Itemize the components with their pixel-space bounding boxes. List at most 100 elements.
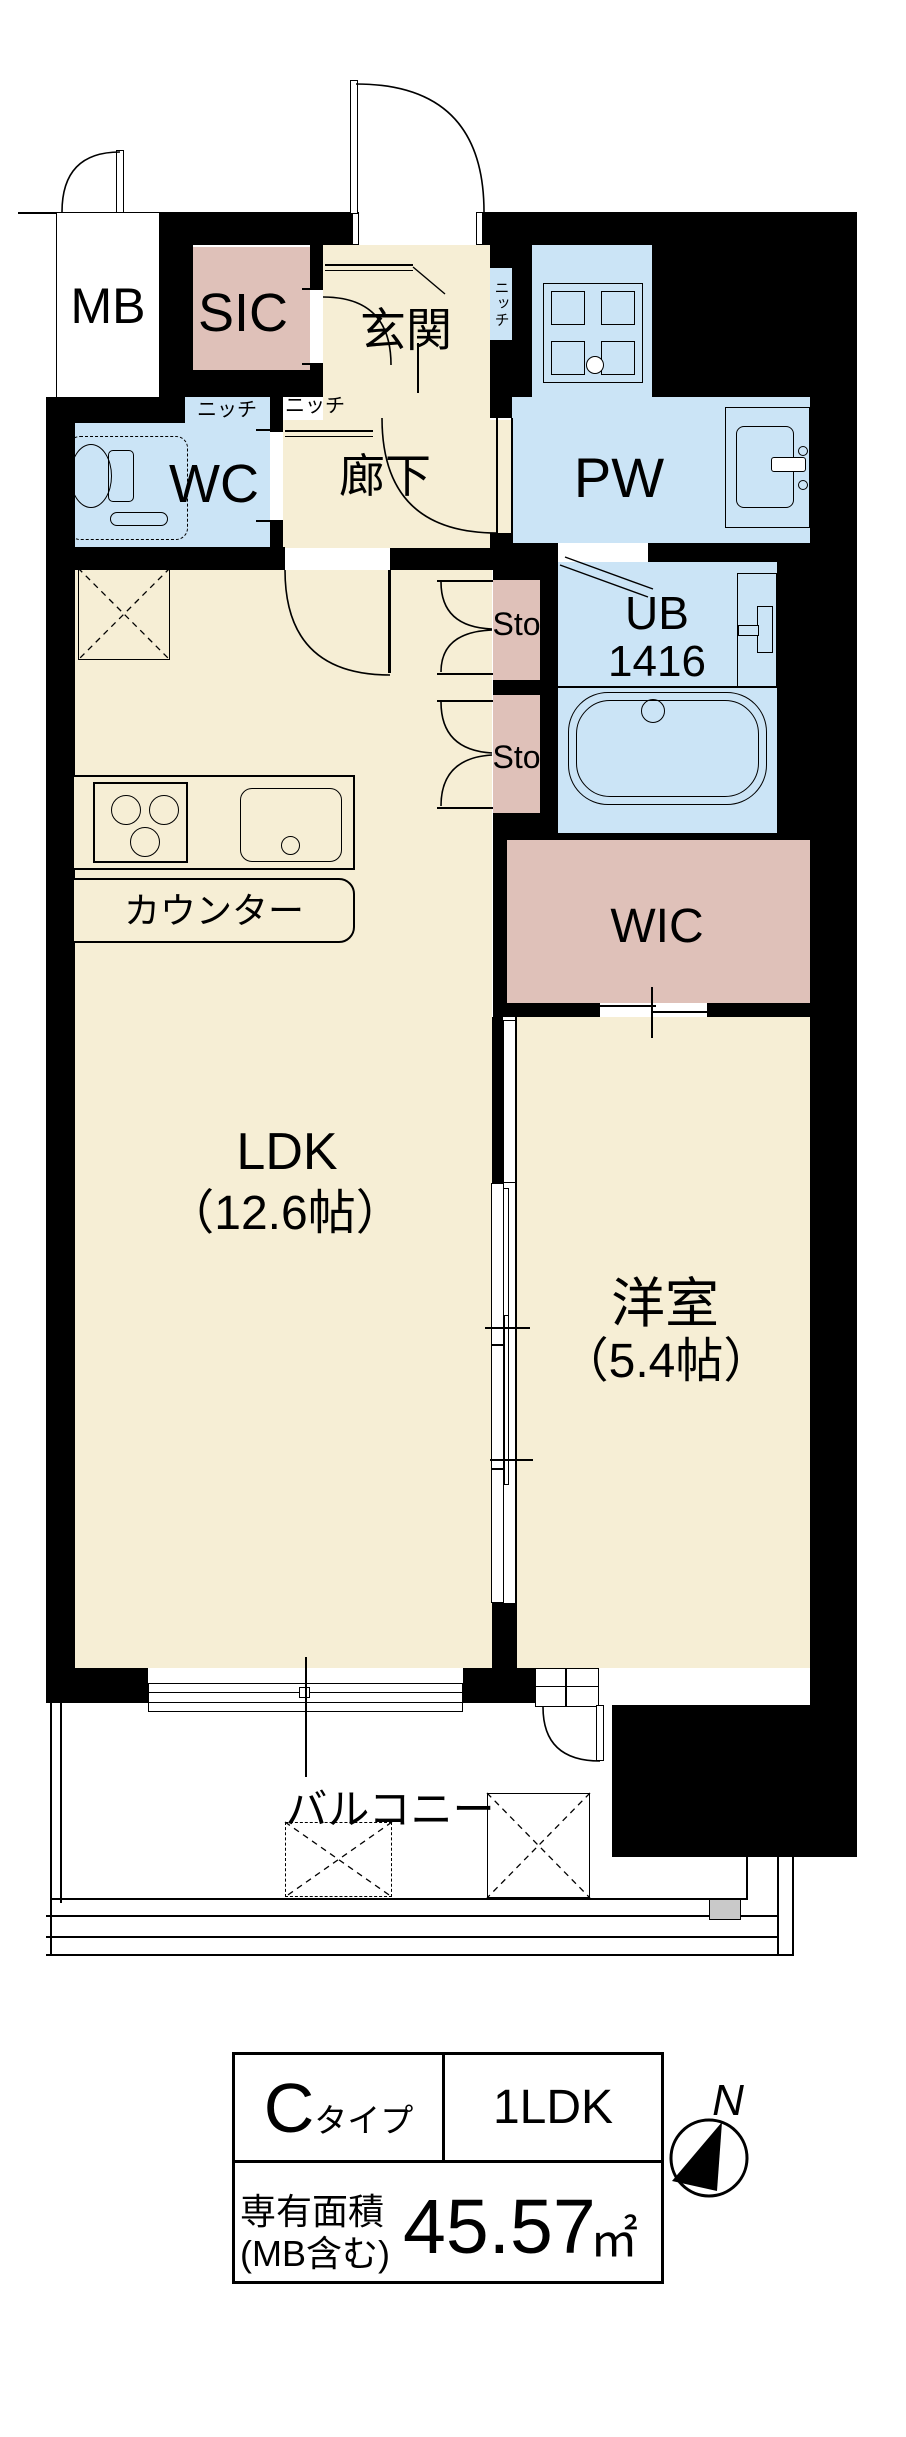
room-label-wc: WC xyxy=(169,454,259,514)
room-ldk xyxy=(75,570,492,1668)
table-divider-horizontal xyxy=(235,2160,661,2163)
washer-pan-quadrant xyxy=(551,291,585,325)
ub-divider-line xyxy=(558,686,777,688)
bathtub-inner xyxy=(576,700,759,797)
wall xyxy=(463,1668,535,1703)
sliding-panel xyxy=(491,1469,504,1603)
stove-burner xyxy=(149,795,179,825)
ldk-door-leaf xyxy=(388,570,391,673)
room-western xyxy=(517,1017,810,1668)
area-title: 専有面積 xyxy=(240,2191,385,2232)
storage-door-leaf xyxy=(437,807,493,809)
storage-door-leaf xyxy=(437,700,493,702)
room-pw xyxy=(512,397,810,543)
washer-pan xyxy=(543,283,643,383)
room-label-hallway: 廊下 xyxy=(339,450,431,502)
wall xyxy=(558,833,810,840)
stove-burner xyxy=(130,827,160,857)
washer-pan-quadrant xyxy=(601,291,635,325)
door-tick xyxy=(256,520,283,522)
counter-bar xyxy=(72,878,355,943)
bathtub xyxy=(568,692,767,805)
stove xyxy=(93,782,188,863)
washbasin-knob xyxy=(798,480,808,490)
ub-door-opening xyxy=(558,543,648,562)
room-label-storage-upper: Sto. xyxy=(492,606,550,642)
balcony-railing-end xyxy=(792,1857,794,1956)
wall xyxy=(310,245,323,290)
wall xyxy=(490,533,512,548)
area-note: (MB含む) xyxy=(240,2233,390,2274)
wall xyxy=(160,370,323,397)
room-label-western: 洋室 xyxy=(611,1274,719,1334)
room-label-wic: WIC xyxy=(610,900,704,953)
room-label-storage-lower: Sto. xyxy=(492,739,550,775)
room-label-entrance: 玄関 xyxy=(360,304,452,356)
window-line xyxy=(535,1686,599,1687)
layout-cell: 1LDK xyxy=(445,2055,661,2160)
room-label-pw: PW xyxy=(573,446,665,509)
niche-box-vertical xyxy=(490,268,512,340)
balcony-floor-edge xyxy=(50,1898,748,1900)
storage-door-leaf xyxy=(437,580,493,582)
room-storage-upper xyxy=(493,580,540,680)
washbasin-faucet xyxy=(771,457,806,472)
partition-tick xyxy=(490,1459,533,1461)
toilet-bowl xyxy=(70,444,112,508)
storage-door-leaf xyxy=(437,673,493,675)
hall-niche-line xyxy=(285,436,373,437)
wall xyxy=(493,680,540,695)
washbasin-knob xyxy=(798,446,808,456)
balcony-equipment-pad xyxy=(487,1793,590,1898)
sic-door-opening xyxy=(310,290,323,365)
wall xyxy=(492,1603,517,1668)
partition-tick xyxy=(485,1327,530,1329)
north-compass-icon xyxy=(669,2118,749,2198)
washer-pan-drain xyxy=(586,356,604,374)
door-jamb xyxy=(476,212,483,245)
door-jamb xyxy=(352,212,359,245)
stove-burner xyxy=(111,795,141,825)
washer-pan-quadrant xyxy=(551,341,585,375)
kitchen-sink xyxy=(240,788,342,862)
balcony-side-wall xyxy=(60,1703,62,1903)
balcony-railing xyxy=(46,1915,779,1917)
room-label-western-size: （5.4帖） xyxy=(560,1335,772,1388)
window-center-tick xyxy=(305,1657,307,1777)
pw-boundary-line xyxy=(511,418,513,543)
bath-faucet xyxy=(757,606,773,653)
counter-label: カウンター xyxy=(123,890,305,931)
entrance-step-line xyxy=(325,264,413,266)
bath-counter xyxy=(737,573,777,687)
pw-door-leaf xyxy=(496,418,498,533)
room-sic xyxy=(193,247,310,370)
sliding-panel xyxy=(491,1345,504,1469)
entrance-door-leaf xyxy=(350,80,358,214)
balcony-door-leaf xyxy=(596,1705,604,1761)
room-label-mb: MB xyxy=(70,278,146,334)
bath-faucet-bar xyxy=(738,625,759,636)
hall-niche-line xyxy=(285,430,373,432)
partition-track-line xyxy=(515,1017,517,1603)
toilet-tank xyxy=(108,450,134,502)
room-label-ldk-size: （12.6帖） xyxy=(166,1187,404,1240)
wall xyxy=(270,522,283,548)
toilet-seat xyxy=(110,512,168,526)
room-label-balcony: バルコニー xyxy=(285,1786,495,1833)
balcony-edge xyxy=(746,1857,748,1900)
wall xyxy=(46,1668,148,1703)
wall xyxy=(492,1017,503,1183)
wall xyxy=(707,1003,810,1017)
entrance-center-tick xyxy=(417,343,419,393)
sliding-panel xyxy=(504,1315,509,1485)
entrance-door-opening xyxy=(352,212,483,245)
room-label-ldk: LDK xyxy=(236,1123,338,1181)
wall xyxy=(493,833,507,1017)
area-value: 45.57 xyxy=(403,2184,596,2270)
window-lock xyxy=(299,1687,310,1698)
wall xyxy=(270,423,283,432)
wall xyxy=(483,212,657,245)
wall xyxy=(540,580,558,813)
